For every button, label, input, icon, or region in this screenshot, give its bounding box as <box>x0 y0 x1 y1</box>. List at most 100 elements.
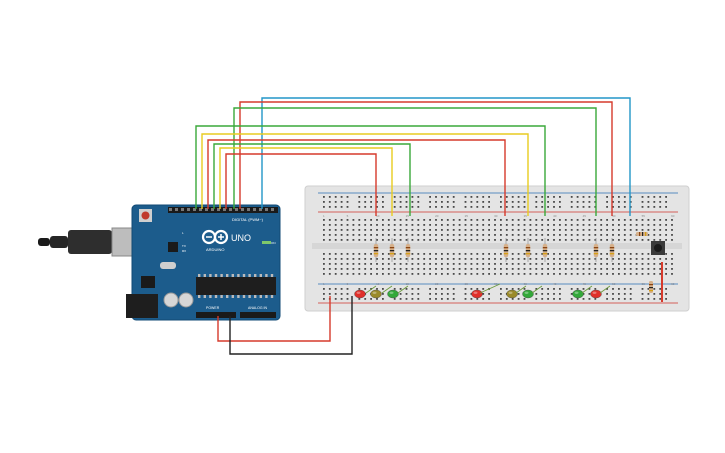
breadboard-hole[interactable] <box>641 253 644 255</box>
breadboard-hole[interactable] <box>623 234 626 236</box>
breadboard-hole[interactable] <box>623 201 626 203</box>
breadboard-hole[interactable] <box>618 268 620 270</box>
breadboard-hole[interactable] <box>446 201 449 203</box>
header-pin[interactable] <box>181 208 184 211</box>
breadboard-hole[interactable] <box>582 219 585 221</box>
resistor[interactable] <box>593 238 599 262</box>
breadboard-hole[interactable] <box>671 258 673 260</box>
breadboard-hole[interactable] <box>582 196 585 198</box>
breadboard-hole[interactable] <box>523 201 526 203</box>
breadboard-hole[interactable] <box>612 224 614 226</box>
breadboard-hole[interactable] <box>417 224 420 226</box>
breadboard-hole[interactable] <box>488 293 490 295</box>
breadboard-hole[interactable] <box>653 268 656 270</box>
breadboard-hole[interactable] <box>606 239 608 241</box>
breadboard-hole[interactable] <box>399 239 402 241</box>
breadboard-hole[interactable] <box>482 196 485 198</box>
breadboard-hole[interactable] <box>600 219 603 221</box>
breadboard-hole[interactable] <box>364 288 367 290</box>
breadboard-hole[interactable] <box>346 298 349 300</box>
breadboard-hole[interactable] <box>659 234 662 236</box>
breadboard-hole[interactable] <box>665 219 667 221</box>
breadboard-hole[interactable] <box>358 229 361 231</box>
breadboard-hole[interactable] <box>452 298 455 300</box>
breadboard-hole[interactable] <box>647 263 650 265</box>
breadboard-hole[interactable] <box>629 298 632 300</box>
breadboard-hole[interactable] <box>564 273 567 275</box>
breadboard-hole[interactable] <box>588 268 591 270</box>
breadboard-hole[interactable] <box>641 219 644 221</box>
resistor[interactable] <box>405 238 411 262</box>
breadboard-hole[interactable] <box>647 206 650 208</box>
breadboard-hole[interactable] <box>376 234 378 236</box>
breadboard-hole[interactable] <box>488 234 490 236</box>
breadboard-hole[interactable] <box>323 196 325 198</box>
breadboard-hole[interactable] <box>564 253 567 255</box>
breadboard-hole[interactable] <box>547 273 549 275</box>
breadboard-hole[interactable] <box>623 219 626 221</box>
breadboard-hole[interactable] <box>411 224 414 226</box>
breadboard-hole[interactable] <box>582 253 585 255</box>
breadboard-hole[interactable] <box>594 263 597 265</box>
breadboard-hole[interactable] <box>405 258 408 260</box>
breadboard-hole[interactable] <box>576 196 579 198</box>
breadboard-hole[interactable] <box>358 298 361 300</box>
breadboard-hole[interactable] <box>387 224 390 226</box>
breadboard-hole[interactable] <box>382 201 384 203</box>
breadboard-hole[interactable] <box>523 234 526 236</box>
breadboard-hole[interactable] <box>535 239 538 241</box>
breadboard-hole[interactable] <box>346 273 349 275</box>
breadboard-hole[interactable] <box>370 263 372 265</box>
breadboard-hole[interactable] <box>452 293 455 295</box>
breadboard-hole[interactable] <box>570 253 573 255</box>
breadboard-hole[interactable] <box>364 234 367 236</box>
breadboard-hole[interactable] <box>612 288 614 290</box>
breadboard-hole[interactable] <box>399 288 402 290</box>
breadboard-hole[interactable] <box>370 273 372 275</box>
breadboard-hole[interactable] <box>488 273 490 275</box>
breadboard-hole[interactable] <box>405 239 408 241</box>
breadboard-hole[interactable] <box>323 298 325 300</box>
breadboard-hole[interactable] <box>370 224 372 226</box>
breadboard-hole[interactable] <box>488 206 490 208</box>
breadboard-hole[interactable] <box>382 273 384 275</box>
breadboard-hole[interactable] <box>671 239 673 241</box>
breadboard-hole[interactable] <box>464 293 467 295</box>
breadboard-hole[interactable] <box>559 239 561 241</box>
breadboard-hole[interactable] <box>393 234 396 236</box>
breadboard-hole[interactable] <box>387 239 390 241</box>
breadboard-hole[interactable] <box>500 234 502 236</box>
breadboard-hole[interactable] <box>387 258 390 260</box>
breadboard-hole[interactable] <box>441 206 443 208</box>
breadboard-hole[interactable] <box>535 268 538 270</box>
breadboard-hole[interactable] <box>488 253 490 255</box>
breadboard-hole[interactable] <box>511 224 514 226</box>
breadboard-hole[interactable] <box>393 288 396 290</box>
breadboard-hole[interactable] <box>653 288 656 290</box>
breadboard-hole[interactable] <box>387 263 390 265</box>
breadboard-hole[interactable] <box>623 206 626 208</box>
breadboard-hole[interactable] <box>641 196 644 198</box>
breadboard-hole[interactable] <box>476 263 479 265</box>
breadboard-hole[interactable] <box>606 268 608 270</box>
breadboard-hole[interactable] <box>612 293 614 295</box>
breadboard-hole[interactable] <box>582 298 585 300</box>
breadboard-hole[interactable] <box>606 229 608 231</box>
breadboard-hole[interactable] <box>411 239 414 241</box>
breadboard-hole[interactable] <box>435 288 437 290</box>
breadboard-hole[interactable] <box>665 298 667 300</box>
breadboard-hole[interactable] <box>399 224 402 226</box>
breadboard-hole[interactable] <box>358 206 361 208</box>
breadboard-hole[interactable] <box>594 219 597 221</box>
breadboard-hole[interactable] <box>500 206 502 208</box>
breadboard-hole[interactable] <box>553 229 555 231</box>
breadboard-hole[interactable] <box>452 273 455 275</box>
breadboard-hole[interactable] <box>553 293 555 295</box>
breadboard-hole[interactable] <box>517 258 520 260</box>
breadboard-hole[interactable] <box>446 206 449 208</box>
breadboard-hole[interactable] <box>346 253 349 255</box>
breadboard-hole[interactable] <box>635 258 638 260</box>
breadboard-hole[interactable] <box>393 263 396 265</box>
breadboard-hole[interactable] <box>623 268 626 270</box>
breadboard-hole[interactable] <box>393 219 396 221</box>
